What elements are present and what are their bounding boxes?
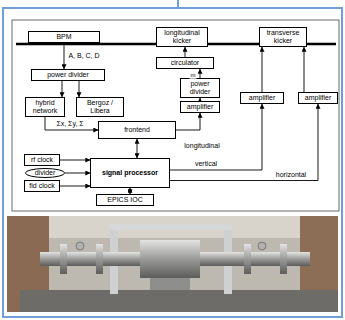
photo-ground	[7, 216, 338, 312]
photo-crossbar	[110, 224, 232, 230]
divider-ellipse: divider	[25, 168, 65, 178]
node-text: frontend	[102, 126, 172, 134]
node-text: longitudinal kicker	[160, 29, 204, 44]
clock-box: fid clock	[24, 180, 60, 192]
edge-label: vertical	[194, 160, 218, 168]
divider-box: power divider	[180, 78, 220, 98]
photo-flange	[96, 244, 103, 274]
node-text: amplifier	[184, 103, 216, 111]
frontend-box: frontend	[98, 121, 176, 139]
photo-kicker-body	[140, 240, 200, 278]
signal-connector	[45, 117, 98, 130]
edge-label: longitudinal	[183, 142, 220, 150]
node-text: hybrid network	[29, 99, 61, 114]
signal-connector	[62, 81, 63, 97]
amplifier-box: amplifier	[298, 92, 338, 104]
processor-box: signal processor	[90, 158, 170, 188]
photo-flange	[280, 244, 287, 274]
clock-box: rf clock	[24, 154, 60, 166]
signal-connector	[262, 47, 263, 92]
signal-connector	[60, 186, 90, 187]
signal-connector	[60, 160, 90, 161]
signal-label: m	[190, 72, 197, 79]
divider-box: power divider	[31, 69, 105, 81]
photo-table	[20, 290, 338, 312]
node-text: signal processor	[94, 169, 166, 177]
signal-connector	[170, 104, 318, 181]
node-text: amplifier	[302, 94, 334, 102]
network-box: hybrid network	[25, 97, 65, 117]
diagram-frame	[12, 20, 339, 211]
photo-stand	[150, 278, 190, 290]
photo-feedthrough	[76, 242, 84, 250]
signal-connector	[137, 139, 138, 158]
edge-label: horizontal	[275, 171, 307, 179]
node-text: transverse kicker	[263, 29, 303, 44]
signal-connector	[176, 113, 200, 130]
edge-label: A, B, C, D	[67, 52, 100, 60]
photo-flange	[60, 244, 67, 274]
node-text: power divider	[184, 80, 216, 95]
ioc-box: EPICS IOC	[96, 194, 154, 206]
signal-connector	[79, 81, 80, 97]
monitor-box: Bergoz / Libera	[76, 97, 124, 117]
node-text: EPICS IOC	[100, 196, 150, 204]
signal-connector	[170, 104, 262, 170]
signal-connector	[200, 69, 201, 78]
photo-feedthrough	[258, 242, 266, 250]
node-text: BPM	[32, 33, 96, 41]
kicker-box: transverse kicker	[259, 27, 307, 47]
node-text: amplifier	[244, 94, 280, 102]
signal-connector	[185, 47, 186, 57]
circulator-box: circulator	[156, 57, 214, 69]
signal-connector	[65, 173, 90, 174]
photo-wall	[7, 216, 338, 238]
node-text: divider	[28, 169, 62, 177]
frame-line	[177, 0, 179, 8]
edge-label: Σx, Σy, Σ	[55, 120, 84, 128]
node-text: rf clock	[28, 156, 56, 164]
signal-connector	[304, 47, 305, 92]
kicker-box: longitudinal kicker	[156, 27, 208, 47]
node-text: circulator	[160, 59, 210, 67]
node-text: Bergoz / Libera	[80, 99, 120, 114]
node-text: power divider	[35, 71, 101, 79]
hardware-photo	[7, 216, 338, 312]
bpm-box: BPM	[28, 31, 100, 43]
ellipse-shape	[25, 169, 64, 178]
amplifier-box: amplifier	[180, 101, 220, 113]
signal-connector	[64, 43, 65, 69]
amplifier-box: amplifier	[240, 92, 284, 104]
node-text: fid clock	[28, 182, 56, 190]
photo-flange	[244, 244, 251, 274]
panel-frame	[3, 8, 342, 317]
